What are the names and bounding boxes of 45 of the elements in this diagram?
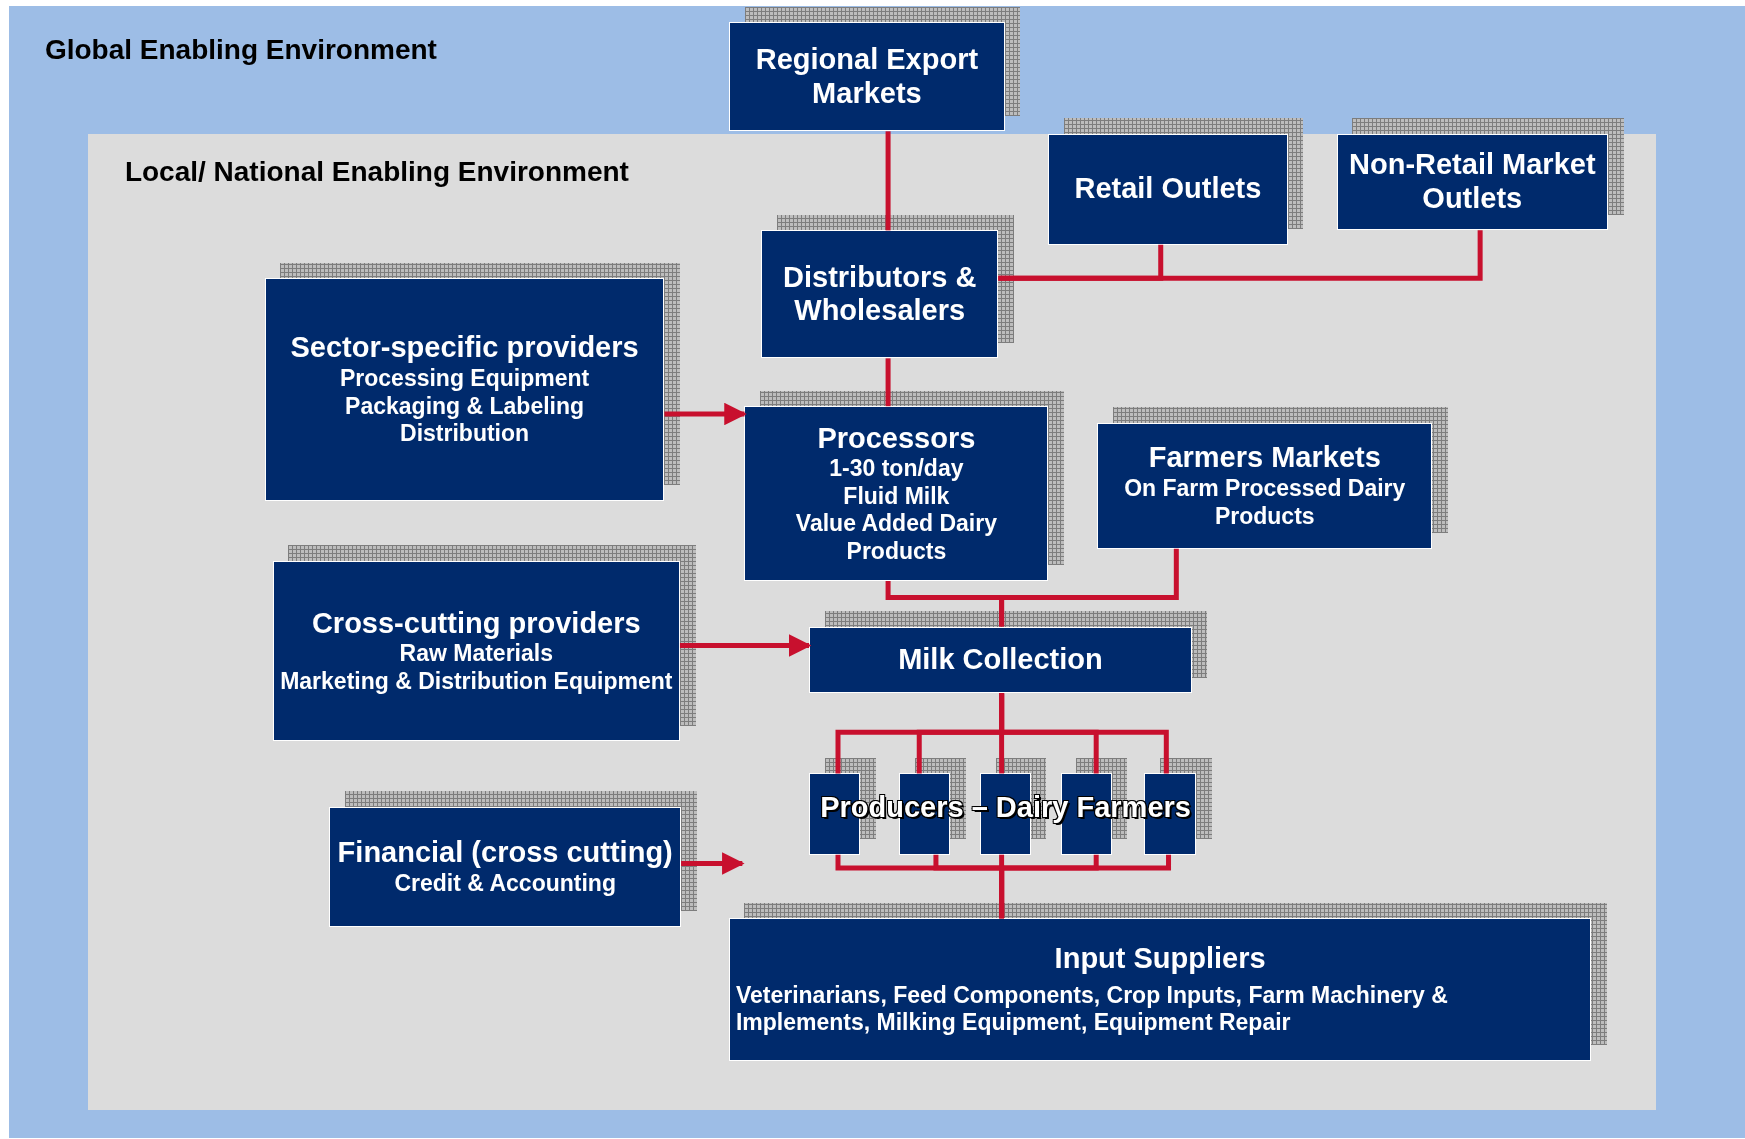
box-detail: Credit & Accounting	[394, 869, 616, 898]
connector-line	[885, 358, 891, 407]
process-box	[272, 560, 680, 742]
box-detail: Veterinarians, Feed Components, Crop Inputs, Farm Machinery & Implements, Milking Equipment, Equipment Repair	[735, 981, 1449, 1037]
box-heading: Processors	[817, 421, 976, 456]
process-box	[761, 230, 999, 359]
process-box	[1336, 133, 1609, 231]
connector-line	[885, 131, 891, 231]
process-box	[809, 626, 1192, 694]
arrow	[679, 634, 812, 657]
connector-line	[999, 548, 1179, 627]
box-detail: Raw Materials	[399, 640, 553, 668]
process-box	[264, 278, 665, 501]
environment-region	[8, 5, 1745, 1139]
connector-line	[999, 854, 1172, 919]
box-detail: Distribution	[400, 420, 530, 448]
box-heading: Distributors & Wholesalers	[782, 260, 978, 328]
arrow	[664, 402, 747, 426]
box-detail: Fluid Milk	[843, 482, 950, 511]
box-detail: On Farm Processed Dairy Products	[1123, 474, 1407, 531]
box-heading: Farmers Markets	[1148, 441, 1381, 475]
region-title: Local/ National Enabling Environment	[124, 155, 629, 188]
box-detail: Marketing & Distribution Equipment	[280, 667, 673, 696]
box-heading: Financial (cross cutting)	[337, 836, 673, 870]
box-detail: Packaging & Labeling	[345, 392, 585, 421]
box-heading: Milk Collection	[898, 643, 1103, 677]
connector-line	[998, 230, 1483, 281]
box-heading: Retail Outlets	[1074, 172, 1262, 206]
region-title: Global Enabling Environment	[44, 33, 437, 66]
box-detail: Value Added Dairy Products	[794, 510, 998, 566]
box-heading: Sector-specific providers	[290, 331, 639, 365]
process-box	[728, 22, 1005, 132]
process-box	[728, 918, 1592, 1061]
process-box	[1097, 422, 1433, 549]
process-box	[329, 806, 682, 927]
box-detail: Processing Equipment	[339, 364, 590, 393]
process-box	[1048, 133, 1288, 245]
box-heading: Non-Retail Market Outlets	[1348, 148, 1597, 216]
box-heading: Cross-cutting providers	[311, 606, 641, 641]
connector-line	[999, 693, 1169, 774]
arrow	[681, 852, 745, 875]
process-box	[744, 406, 1049, 581]
box-detail: 1-30 ton/day	[829, 455, 964, 483]
box-heading: Regional Export Markets	[754, 43, 980, 111]
box-heading: Input Suppliers	[1054, 941, 1266, 976]
